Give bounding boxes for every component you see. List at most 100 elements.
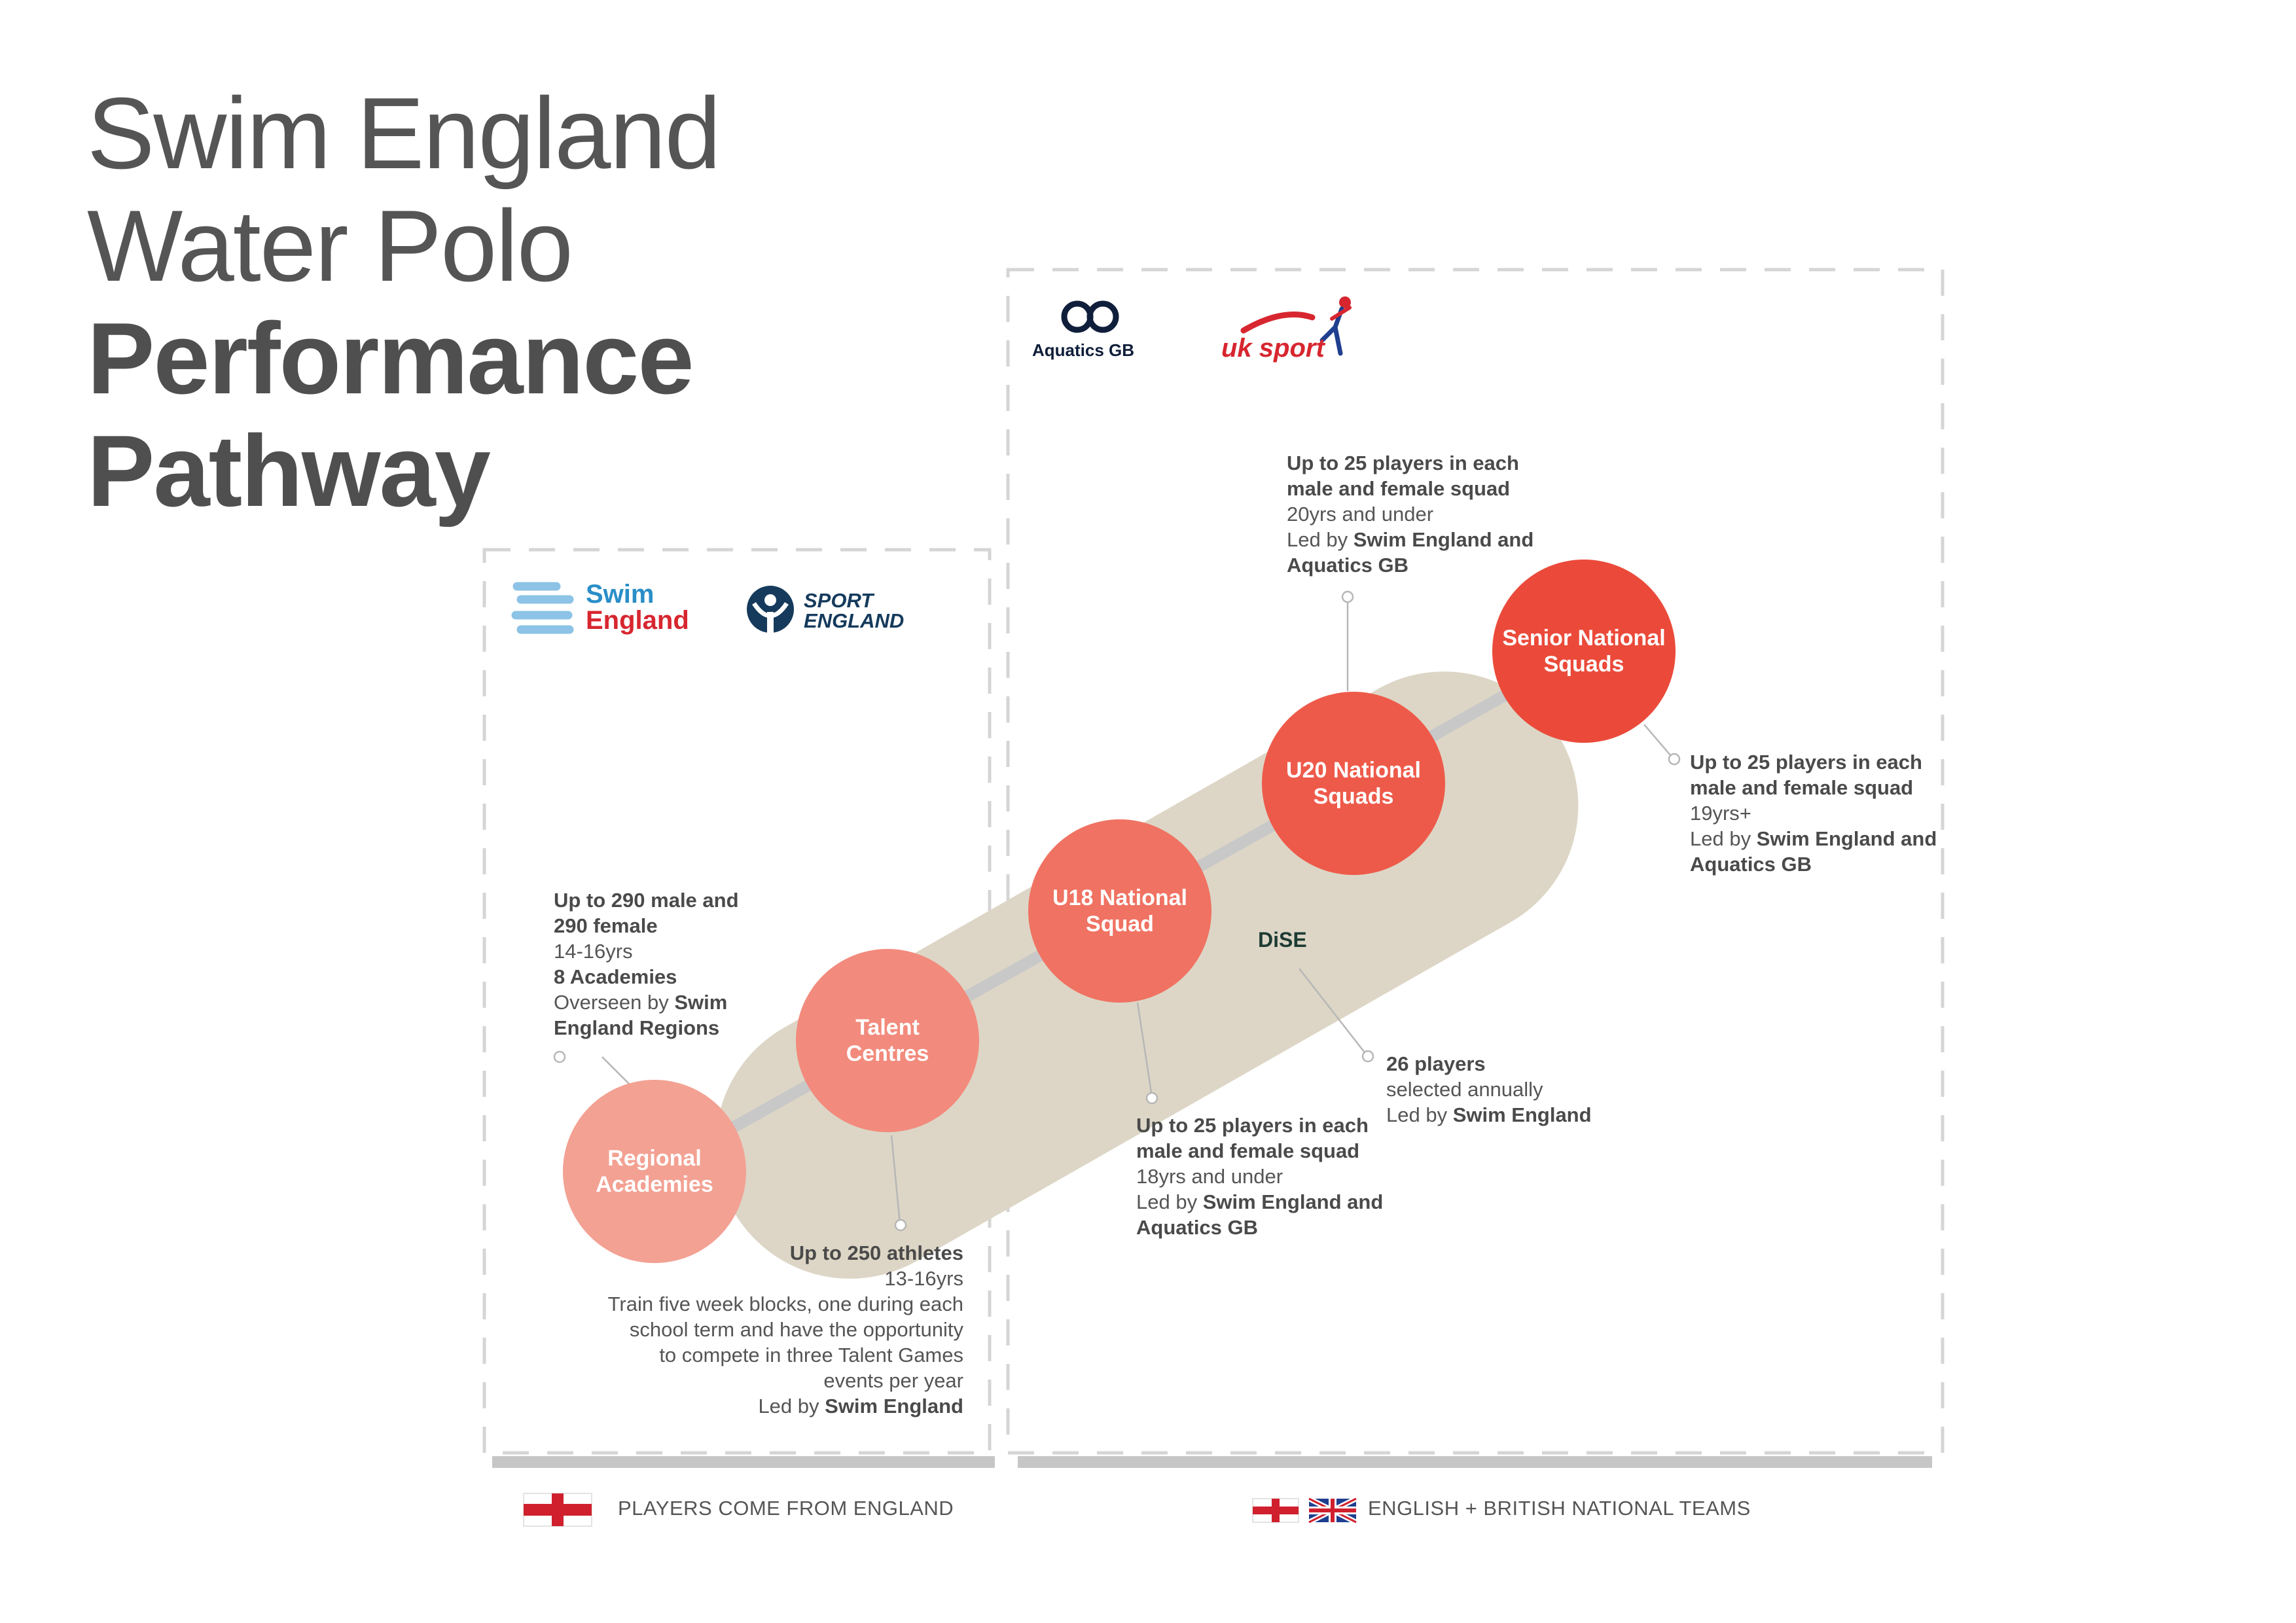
stage-label-line1: Regional (607, 1146, 702, 1171)
swim-england-logo-icon (511, 582, 574, 634)
stage-circle-u18-national-squad (1028, 819, 1211, 1003)
info-u20-national-squads: Up to 25 players in each male and female… (1287, 450, 1534, 578)
info-u18-national-squad: Up to 25 players in each male and female… (1136, 1113, 1383, 1240)
stage-circle-regional-academies (563, 1080, 746, 1263)
info-line: Led by Swim England (1386, 1102, 1592, 1128)
leader-dot-dise (1361, 1050, 1374, 1063)
legend-players-from-england: PLAYERS COME FROM ENGLAND (618, 1497, 954, 1520)
info-line: 14-16yrs (554, 940, 633, 963)
stage-label-line2: Squads (1543, 652, 1624, 677)
info-line: Led by Swim England and (1690, 826, 1937, 851)
info-line: Overseen by Swim (554, 990, 739, 1015)
info-text: Led by (1386, 1103, 1453, 1126)
info-line: male and female squad (1690, 776, 1914, 799)
info-line: 18yrs and under (1136, 1165, 1283, 1188)
stage-label-line1: U18 National (1052, 885, 1187, 910)
stage-circle-talent-centres (796, 949, 979, 1132)
info-senior-national-squads: Up to 25 players in each male and female… (1690, 749, 1937, 877)
info-text-bold: Swim England (825, 1395, 963, 1418)
stage-label-line2: Squads (1313, 784, 1394, 809)
leader-u18 (1136, 1002, 1153, 1097)
info-text-bold: Swim (674, 991, 728, 1014)
info-text: Led by (1690, 827, 1757, 850)
info-line: 20yrs and under (1287, 503, 1434, 526)
national-teams-box (1006, 268, 1945, 1455)
info-line: 26 players (1386, 1052, 1486, 1075)
info-line: 13-16yrs (884, 1267, 963, 1290)
stage-label-line2: Academies (596, 1172, 713, 1197)
info-line: male and female squad (1136, 1139, 1360, 1162)
info-text-bold: Swim England and (1353, 528, 1534, 551)
uk-sport-logo-text: uk sport (1221, 334, 1325, 363)
info-text: Overseen by (554, 991, 675, 1014)
info-line: Led by Swim England and (1136, 1189, 1383, 1215)
info-line: Led by Swim England and (1287, 527, 1534, 552)
info-line: Up to 250 athletes (789, 1241, 963, 1264)
page-title-line-1: Swim England (87, 77, 721, 190)
info-line: Aquatics GB (1287, 554, 1409, 577)
info-dise: 26 players selected annually Led by Swim… (1386, 1051, 1592, 1128)
leader-dise (1299, 968, 1367, 1056)
info-line: selected annually (1386, 1078, 1543, 1101)
info-line: events per year (823, 1369, 963, 1392)
stage-label-line2: Squad (1086, 912, 1154, 936)
sport-england-logo-text-1: SPORT (804, 589, 874, 612)
leader-dot-senior (1668, 753, 1681, 766)
sport-england-logo-icon (747, 586, 794, 633)
info-text-bold: Swim England and (1202, 1190, 1384, 1213)
stage-label-line1: Senior National (1502, 626, 1666, 651)
info-line: Led by Swim England (576, 1393, 963, 1419)
page-title-line-3: Performance (87, 302, 694, 415)
stage-label-line2: Centres (846, 1041, 929, 1066)
dise-label: DiSE (1258, 928, 1307, 952)
info-text-bold: Swim England (1452, 1103, 1592, 1126)
info-line: male and female squad (1287, 477, 1511, 500)
info-line: Up to 25 players in each (1136, 1114, 1369, 1137)
national-scope-bar (1018, 1456, 1932, 1468)
info-line: Train five week blocks, one during each (607, 1293, 963, 1315)
info-text: Led by (1136, 1190, 1203, 1213)
info-regional-academies: Up to 290 male and 290 female 14-16yrs 8… (554, 887, 739, 1041)
info-line: Up to 25 players in each (1287, 452, 1519, 474)
aquatics-gb-logo-icon (1061, 300, 1119, 333)
leader-dot-u20 (1341, 590, 1354, 603)
leader-dot-u18 (1145, 1092, 1158, 1105)
england-flag-icon-national (1252, 1498, 1299, 1523)
info-line: England Regions (554, 1016, 720, 1039)
info-line: Up to 25 players in each (1690, 751, 1922, 774)
swim-england-logo-text-1: Swim (586, 580, 655, 609)
info-line: to compete in three Talent Games (659, 1344, 963, 1366)
swim-england-logo-text-2: England (586, 606, 689, 635)
info-line: Aquatics GB (1136, 1216, 1259, 1239)
info-text: Led by (758, 1395, 825, 1418)
info-line: Up to 290 male and (554, 889, 739, 912)
info-line: 19yrs+ (1690, 802, 1751, 825)
union-flag-icon (1308, 1496, 1357, 1525)
aquatics-gb-logo-text: Aquatics GB (1032, 340, 1135, 360)
stage-circle-senior-national-squads (1492, 560, 1676, 743)
leader-talent (890, 1135, 901, 1224)
page-title-line-2: Water Polo (87, 189, 573, 302)
leader-senior (1643, 724, 1672, 757)
page-title-line-4: Pathway (87, 414, 491, 527)
info-text-bold: Swim England and (1756, 827, 1937, 850)
info-line: school term and have the opportunity (629, 1318, 963, 1341)
info-line: 290 female (554, 914, 658, 937)
england-scope-bar (492, 1456, 995, 1468)
sport-england-logo-text-2: ENGLAND (804, 609, 905, 632)
stage-label-line1: Talent (855, 1015, 920, 1040)
stage-label-line1: U20 National (1286, 758, 1421, 783)
leader-dot-regional (553, 1050, 566, 1063)
info-line: Aquatics GB (1690, 853, 1812, 876)
stage-circle-u20-national-squads (1262, 692, 1445, 875)
info-text: Led by (1287, 528, 1354, 551)
legend-english-british-teams: ENGLISH + BRITISH NATIONAL TEAMS (1368, 1497, 1751, 1520)
info-line: 8 Academies (554, 965, 677, 988)
leader-dot-talent (894, 1219, 907, 1232)
uk-sport-logo-icon (1240, 296, 1352, 356)
